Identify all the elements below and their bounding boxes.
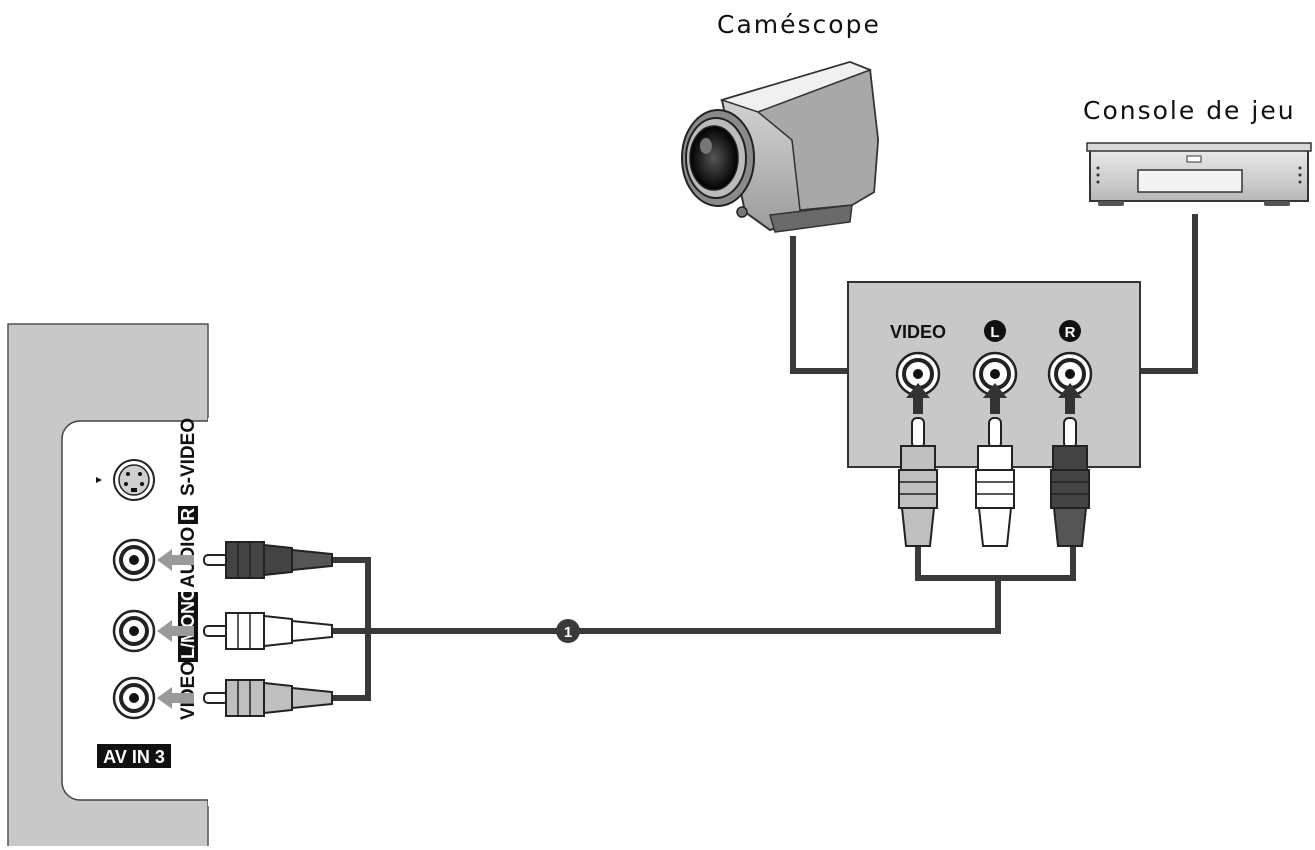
tv-video-label: VIDEO xyxy=(178,661,199,720)
av-in-badge xyxy=(97,744,171,768)
source-plug-dark[interactable] xyxy=(1050,417,1090,547)
source-r-badge xyxy=(1059,320,1081,342)
tv-plug-dark[interactable] xyxy=(203,541,333,579)
av-in-label: AV IN 3 xyxy=(103,747,165,767)
arrow-up-icon xyxy=(983,383,1007,414)
source-insert-arrows xyxy=(906,383,1082,414)
step-number: 1 xyxy=(564,624,572,641)
source-plug-gray[interactable] xyxy=(898,417,938,547)
tv-svideo-label: S-VIDEO xyxy=(178,418,199,496)
source-l-badge xyxy=(984,320,1006,342)
tv-video-jack[interactable] xyxy=(112,676,156,720)
arrow-up-icon xyxy=(906,383,930,414)
camcorder-title: Caméscope xyxy=(717,10,881,39)
tv-audio-l-jack[interactable] xyxy=(112,609,156,653)
source-video-label: VIDEO xyxy=(890,322,946,342)
source-l-label: L xyxy=(990,324,999,341)
source-plug-white[interactable] xyxy=(975,417,1015,547)
game-console-icon xyxy=(1086,142,1312,206)
cable-lines xyxy=(330,214,1198,701)
tv-plug-gray[interactable] xyxy=(203,679,333,717)
arrow-left-icon xyxy=(157,549,194,571)
tv-insert-arrows xyxy=(157,549,194,709)
arrow-up-icon xyxy=(1058,383,1082,414)
svideo-marker-icon xyxy=(96,477,102,483)
tv-audio-r-jack[interactable] xyxy=(112,538,156,582)
source-audio-l-jack[interactable] xyxy=(972,351,1018,397)
step-number-badge xyxy=(556,619,580,643)
game-console-title: Console de jeu xyxy=(1083,96,1296,125)
arrow-left-icon xyxy=(157,687,194,709)
svideo-jack[interactable] xyxy=(113,459,155,501)
tv-audio-r-label: R xyxy=(178,508,198,521)
camcorder-icon xyxy=(681,60,880,233)
source-video-jack[interactable] xyxy=(895,351,941,397)
tv-audio-l-mono-label: L/MONO xyxy=(178,587,198,659)
arrow-left-icon xyxy=(157,620,194,642)
tv-vertical-labels: VIDEO L/MONO AUDIO R S-VIDEO xyxy=(178,418,199,720)
source-r-label: R xyxy=(1065,324,1076,341)
tv-plug-white[interactable] xyxy=(203,612,333,650)
